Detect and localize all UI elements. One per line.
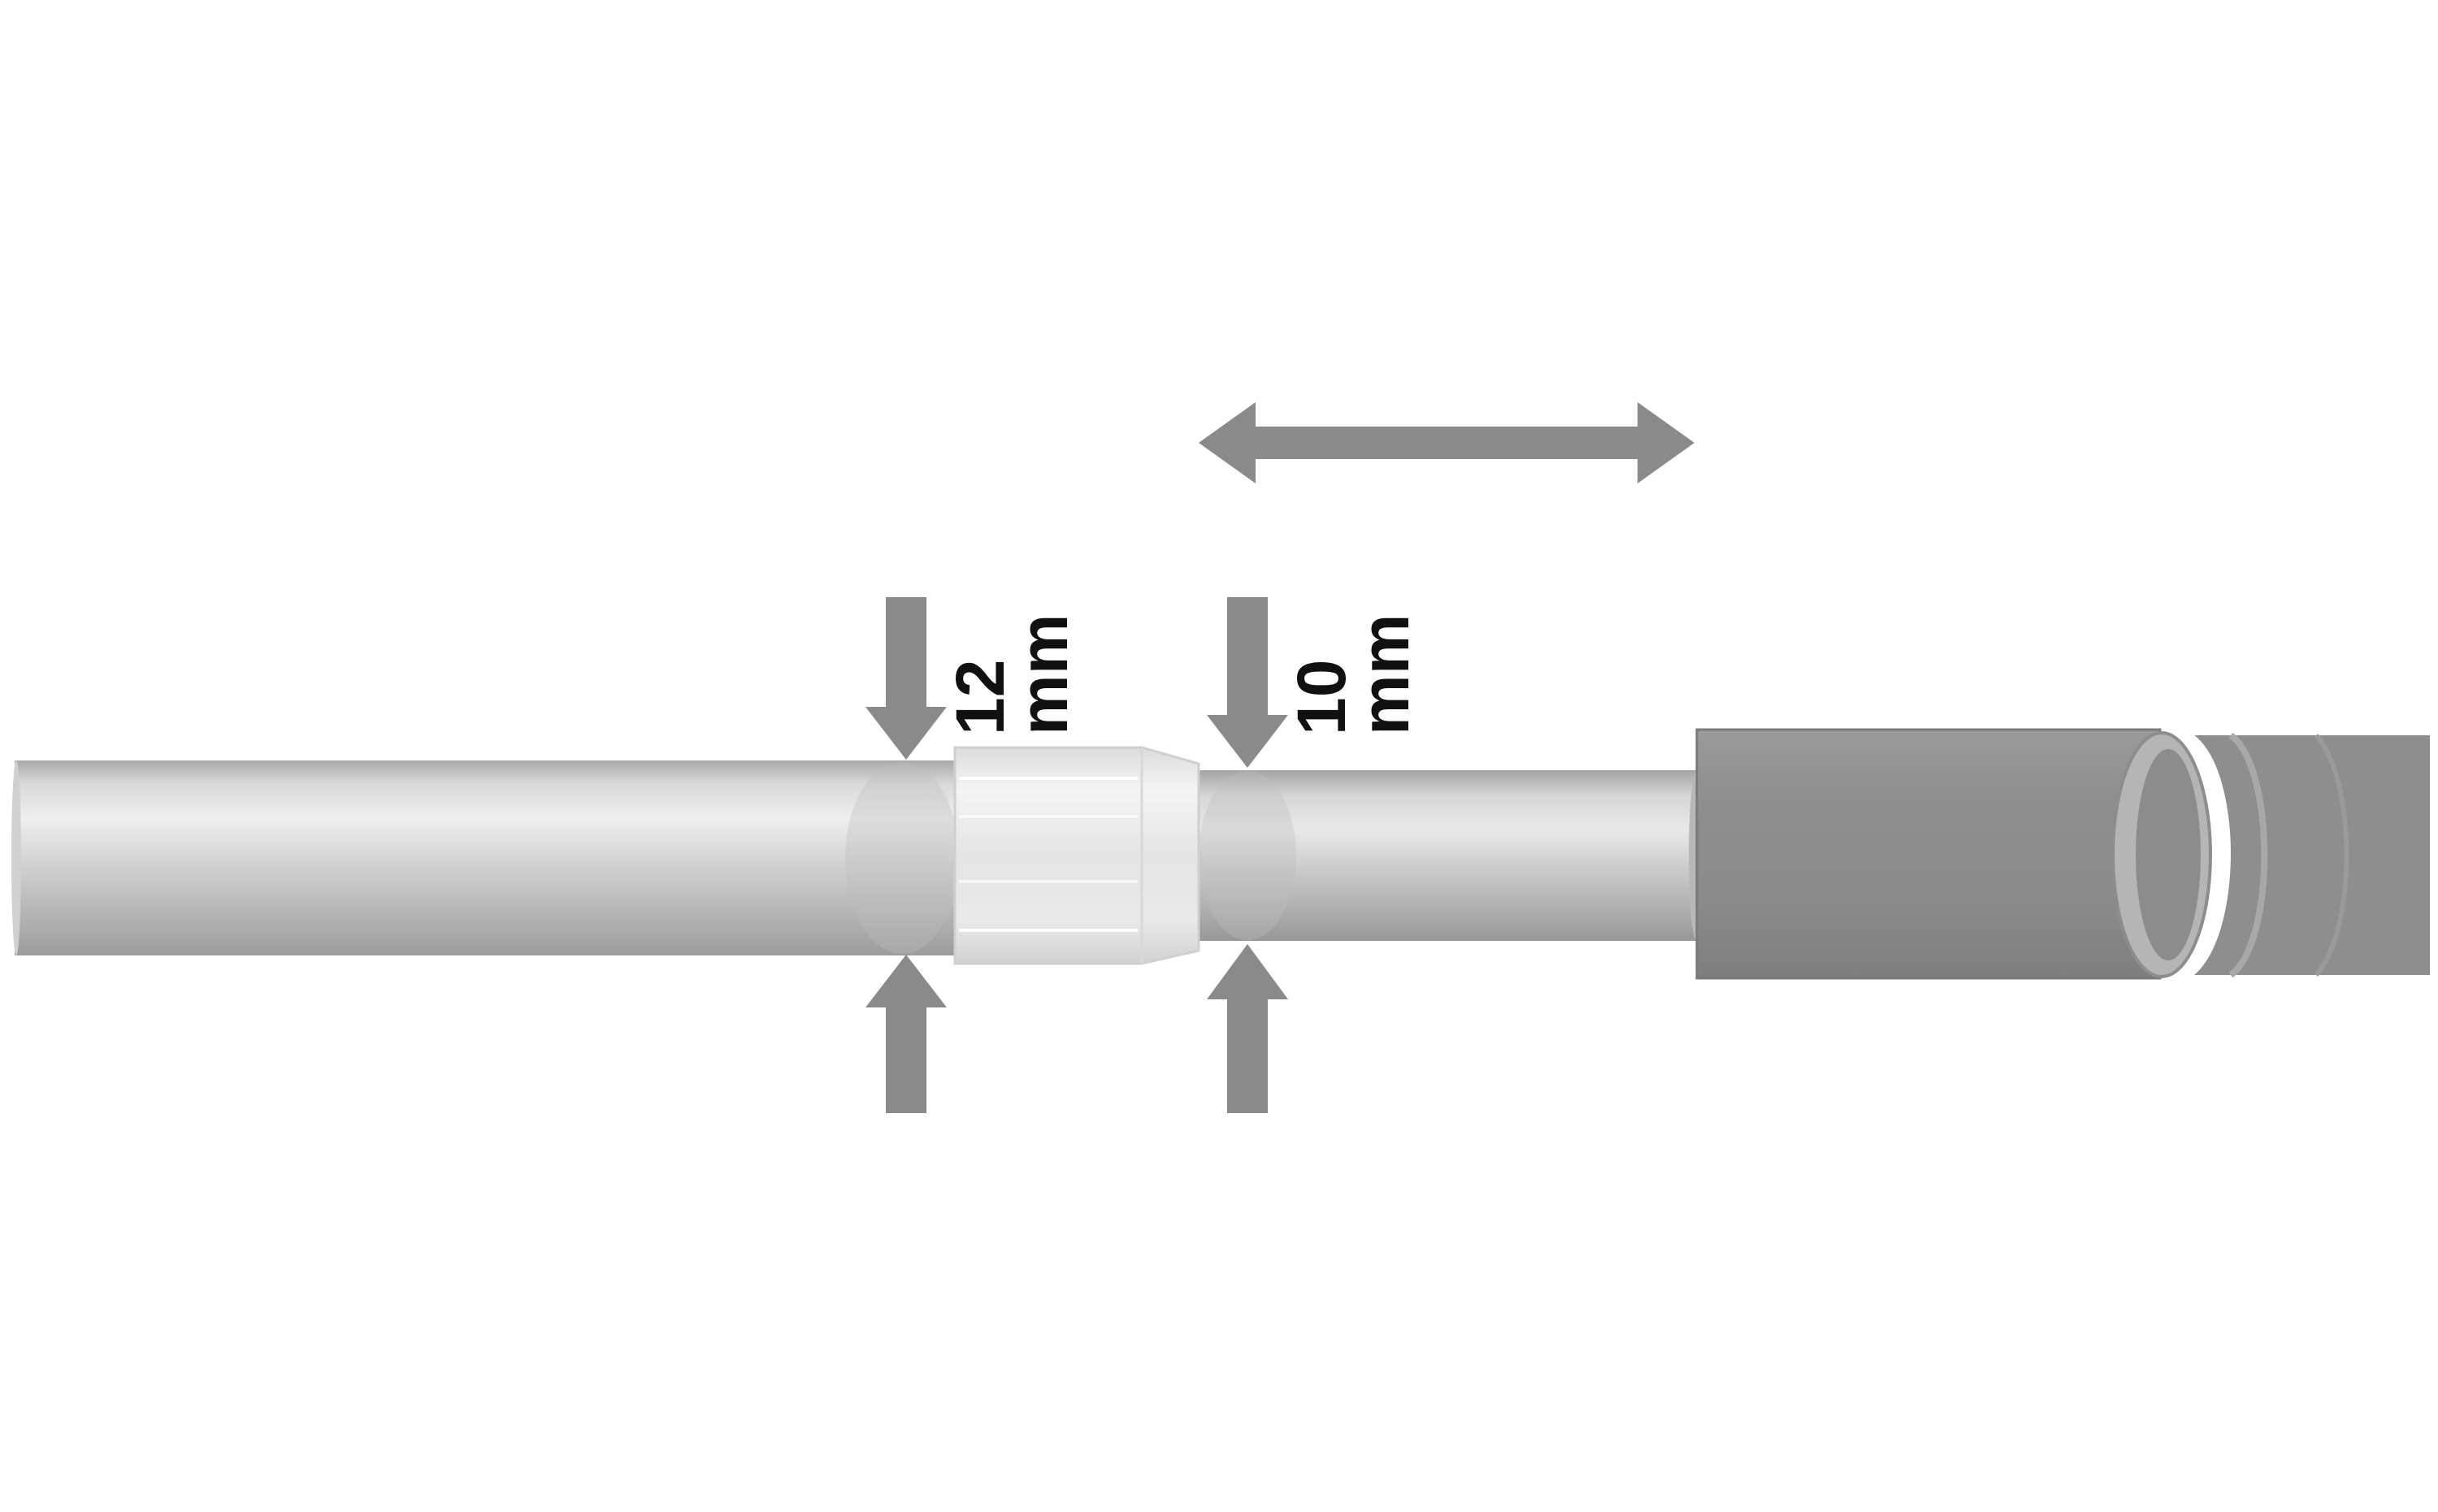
right-tube-dimple [1199, 771, 1296, 940]
end-cap-collar-inner [2136, 749, 2201, 960]
right-bottom-arrow [1207, 944, 1288, 1113]
right-tube [1195, 770, 1698, 941]
left-bottom-arrow [865, 955, 947, 1113]
end-cap-finial-groove [2314, 733, 2349, 977]
right-dimension-arrows [1207, 597, 1288, 1113]
end-cap-body [1695, 728, 2162, 980]
right-dimension-label: 10 mm [1283, 614, 1423, 735]
right-dimension-unit: mm [1347, 614, 1423, 735]
left-dimension-value: 12 [942, 660, 1018, 735]
end-cap-finial [2194, 735, 2430, 975]
left-tube [15, 760, 957, 955]
left-tube-dimple [845, 762, 959, 954]
extension-arrow [1199, 402, 1694, 483]
right-dimension-value: 10 [1283, 660, 1360, 735]
left-tube-end [11, 760, 21, 955]
left-dimension-arrows [865, 597, 947, 1113]
right-top-arrow [1207, 597, 1288, 768]
left-dimension-unit: mm [1005, 614, 1082, 735]
left-top-arrow [865, 597, 947, 760]
end-cap-finial-groove [2228, 732, 2268, 978]
left-dimension-label: 12 mm [942, 614, 1082, 735]
